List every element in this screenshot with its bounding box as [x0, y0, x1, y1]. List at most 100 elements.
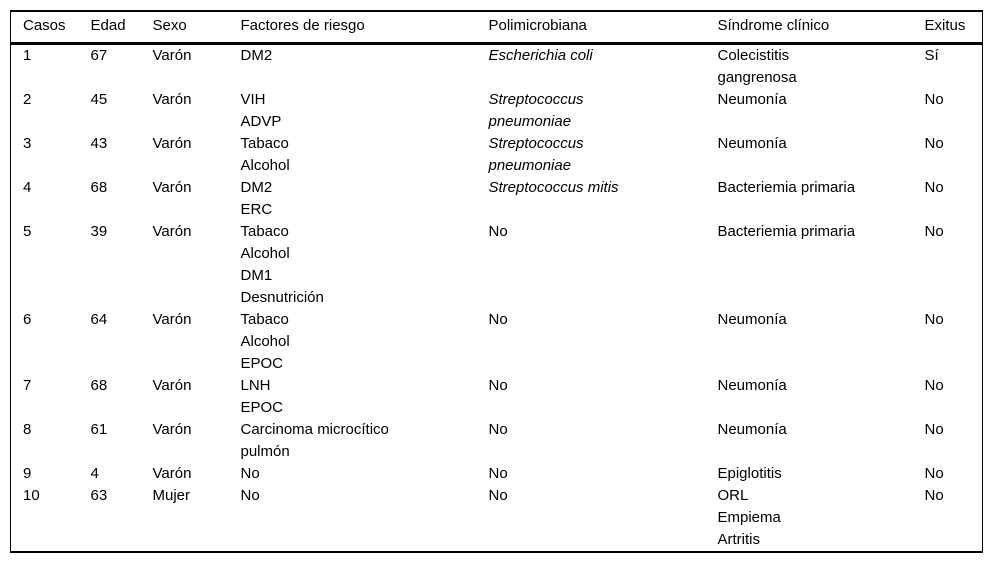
cell-line: 6	[23, 311, 32, 328]
cell-line: Varón	[152, 223, 192, 240]
cell-line: Alcohol	[240, 157, 290, 174]
cell-line: No	[924, 135, 944, 152]
cell-line: No	[924, 465, 944, 482]
cell-line: Varón	[152, 91, 192, 108]
cell-line: No	[924, 421, 944, 438]
cell-line: No	[924, 223, 944, 240]
cell-line: No	[488, 465, 508, 482]
cell-line: 7	[23, 377, 32, 394]
cell-line: ERC	[240, 201, 273, 218]
cell-line: 8	[23, 421, 32, 438]
cell-line: 63	[90, 487, 108, 504]
cell-line: Varón	[152, 377, 192, 394]
cell-line: Neumonía	[717, 377, 787, 394]
cell-line: 9	[23, 465, 32, 482]
cell-line: 61	[90, 421, 108, 438]
cell-polimicrobiana: No	[489, 463, 718, 485]
cell-line: Colecistitis	[717, 47, 790, 64]
cell-line: 3	[23, 135, 32, 152]
cell-sindrome-clinico: Neumonía	[718, 309, 925, 375]
cell-factores-de-riesgo: No	[241, 463, 489, 485]
cell-line: EPOC	[240, 399, 284, 416]
cell-polimicrobiana: No	[489, 221, 718, 309]
cell-edad: 39	[91, 221, 153, 309]
cell-casos: 1	[11, 44, 91, 90]
cell-sexo: Varón	[153, 133, 241, 177]
col-header-factores-de-riesgo: Factores de riesgo	[240, 11, 489, 45]
cell-polimicrobiana: No	[489, 485, 718, 552]
cell-exitus: No	[925, 419, 983, 463]
cell-line: 4	[23, 179, 32, 196]
cell-line: Alcohol	[240, 245, 290, 262]
cell-polimicrobiana: Streptococcus mitis	[489, 177, 718, 221]
cell-exitus: No	[925, 309, 983, 375]
cell-casos: 5	[11, 221, 91, 309]
col-header-sexo: Sexo	[152, 11, 241, 45]
cell-exitus: Sí	[925, 44, 983, 90]
clinical-cases-table-container: Casos Edad Sexo Factores de riesgo Polim…	[10, 10, 983, 553]
cell-line: Tabaco	[240, 311, 289, 328]
cell-line: Empiema	[717, 509, 781, 526]
cell-casos: 3	[11, 133, 91, 177]
cell-sexo: Varón	[153, 44, 241, 90]
cell-casos: 9	[11, 463, 91, 485]
cell-line: 39	[90, 223, 108, 240]
cell-edad: 63	[91, 485, 153, 552]
cell-factores-de-riesgo: DM2	[241, 44, 489, 90]
cell-line: 43	[90, 135, 108, 152]
cell-polimicrobiana: Escherichia coli	[489, 44, 718, 90]
cell-line: VIH	[240, 91, 266, 108]
cell-line: Varón	[152, 179, 192, 196]
cell-exitus: No	[925, 221, 983, 309]
cell-polimicrobiana: Streptococcus pneumoniae	[489, 133, 718, 177]
cell-exitus: No	[925, 463, 983, 485]
cell-line: LNH	[240, 377, 271, 394]
cell-line: 4	[90, 465, 99, 482]
header-row: Casos Edad Sexo Factores de riesgo Polim…	[10, 11, 983, 45]
cell-edad: 64	[91, 309, 153, 375]
cell-exitus: No	[925, 485, 983, 552]
cell-exitus: No	[925, 89, 983, 133]
clinical-cases-table: Casos Edad Sexo Factores de riesgo Polim…	[10, 10, 983, 553]
col-header-casos: Casos	[10, 11, 91, 45]
cell-factores-de-riesgo: No	[241, 485, 489, 552]
cell-line: pneumoniae	[488, 157, 572, 174]
cell-sindrome-clinico: Bacteriemia primaria	[718, 177, 925, 221]
cell-line: Streptococcus	[488, 135, 584, 152]
cell-line: EPOC	[240, 355, 284, 372]
cell-sexo: Varón	[153, 221, 241, 309]
col-header-polimicrobiana: Polimicrobiana	[488, 11, 718, 45]
cell-line: No	[924, 311, 944, 328]
cell-line: 5	[23, 223, 32, 240]
cell-casos: 7	[11, 375, 91, 419]
cell-edad: 45	[91, 89, 153, 133]
cell-exitus: No	[925, 375, 983, 419]
cell-polimicrobiana: No	[489, 309, 718, 375]
col-header-sindrome-clinico: Síndrome clínico	[717, 11, 925, 45]
cell-sindrome-clinico: Bacteriemia primaria	[718, 221, 925, 309]
cell-edad: 68	[91, 177, 153, 221]
cell-line: No	[488, 223, 508, 240]
cell-factores-de-riesgo: VIH ADVP	[241, 89, 489, 133]
cell-line: Escherichia coli	[488, 47, 593, 64]
cell-line: Streptococcus	[488, 91, 584, 108]
cell-line: No	[488, 487, 508, 504]
cell-line: ADVP	[240, 113, 282, 130]
cell-line: DM2	[240, 47, 273, 64]
cell-line: No	[488, 311, 508, 328]
cell-line: Desnutrición	[240, 289, 324, 306]
cell-line: No	[924, 179, 944, 196]
cell-line: Varón	[152, 47, 192, 64]
